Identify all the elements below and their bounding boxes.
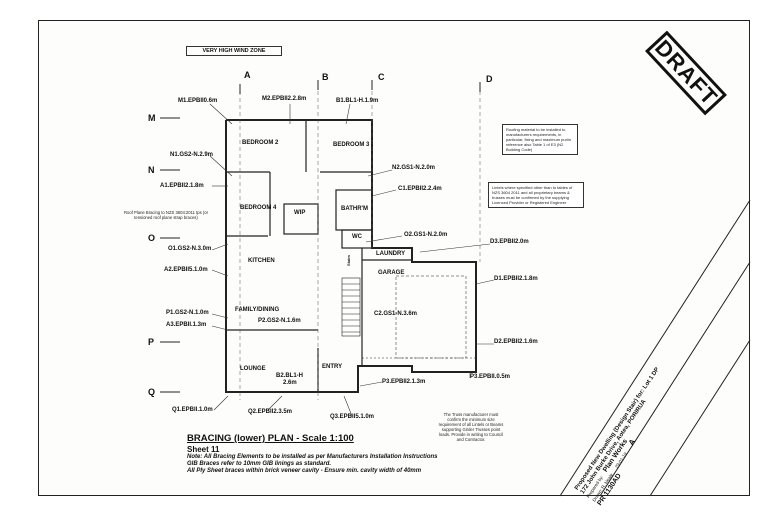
bracing-a3: A3.EPBII.1.3m bbox=[166, 322, 207, 328]
bracing-m1: M1.EPBII0.6m bbox=[178, 98, 218, 104]
outer-wall bbox=[225, 119, 477, 393]
bracing-o1: O1.GS2-N.3.0m bbox=[168, 246, 212, 252]
bracing-p3: P3.EPBII2.1.3m bbox=[382, 379, 426, 385]
room-kitchen: KITCHEN bbox=[248, 258, 275, 264]
grid-letter-d: D bbox=[486, 74, 493, 84]
garage-bay bbox=[395, 275, 467, 359]
sheet-number: Sheet 11 bbox=[187, 445, 220, 454]
wind-zone-label: VERY HIGH WIND ZONE bbox=[186, 46, 282, 56]
bracing-a1: A1.EPBII2.1.8m bbox=[160, 183, 204, 189]
bracing-p2: P2.GS2-N.1.6m bbox=[258, 318, 301, 324]
bracing-b1: B1.BL1-H.1.9m bbox=[336, 98, 379, 104]
bracing-q2: Q2.EPBII2.3.5m bbox=[248, 409, 293, 415]
grid-letter-o: O bbox=[148, 233, 156, 243]
note-roofing-material: Roofing material to be installed to manu… bbox=[502, 124, 578, 155]
room-entry: ENTRY bbox=[322, 364, 343, 370]
note-lintels: Lintels where specified other than to ta… bbox=[488, 182, 584, 208]
room-bedroom-2: BEDROOM 2 bbox=[242, 140, 279, 146]
bracing-c2: C2.GS1-N.3.6m bbox=[374, 311, 418, 317]
bracing-n1: N1.GS2-N.2.9m bbox=[170, 152, 214, 158]
grid-letter-a: A bbox=[244, 70, 251, 80]
drawing-title: BRACING (lower) PLAN - Scale 1:100 bbox=[187, 433, 354, 444]
bracing-b2: B2.BL1-H bbox=[276, 373, 304, 379]
room-lounge: LOUNGE bbox=[240, 366, 266, 372]
bracing-m2: M2.EPBII2.2.8m bbox=[262, 96, 307, 102]
room-bedroom-4: BEDROOM 4 bbox=[240, 205, 277, 211]
bracing-p1: P1.GS2-N.1.0m bbox=[166, 310, 209, 316]
note-truss: The Truss manufacturer must confirm the … bbox=[438, 412, 504, 442]
title-note-3: All Ply Sheet braces within brick veneer… bbox=[187, 468, 422, 474]
bracing-n2: N2.GS1-N.2.0m bbox=[392, 165, 436, 171]
stairs bbox=[341, 277, 361, 337]
room-family-dining: FAMILY/DINING bbox=[235, 307, 280, 313]
grid-letter-m: M bbox=[148, 113, 156, 123]
grid-letter-q: Q bbox=[148, 387, 156, 397]
grid-letter-n: N bbox=[148, 165, 155, 175]
stairs-label: Stairs bbox=[346, 254, 351, 266]
bracing-d1: D1.EPBII2.1.8m bbox=[494, 276, 538, 282]
bracing-d3: D3.EPBII2.0m bbox=[490, 239, 529, 245]
bracing-d2: D2.EPBII2.1.6m bbox=[494, 339, 538, 345]
title-note-2: GIB Braces refer to 10mm GIB linings as … bbox=[187, 461, 332, 467]
bracing-p3b: P3.EPBII.0.5m bbox=[470, 374, 511, 380]
bracing-q3: Q3.EPBII5.1.0m bbox=[330, 414, 375, 420]
bracing-o2: O2.GS1-N.2.0m bbox=[404, 232, 448, 238]
bracing-a2: A2.EPBII5.1.0m bbox=[164, 267, 208, 273]
title-note-1: Note: All Bracing Elements to be install… bbox=[187, 454, 438, 460]
drawing-sheet bbox=[38, 20, 750, 496]
bracing-b2-length: 2.6m bbox=[283, 380, 297, 386]
grid-letter-c: C bbox=[378, 72, 385, 82]
grid-letter-b: B bbox=[322, 72, 329, 82]
bracing-c1: C1.EPBII2.2.4m bbox=[398, 186, 442, 192]
wip-walls bbox=[283, 203, 319, 235]
bracing-q1: Q1.EPBII.1.0m bbox=[172, 407, 213, 413]
drawing-title-block: BRACING (lower) PLAN - Scale 1:100 Sheet… bbox=[187, 433, 487, 475]
room-laundry: LAUNDRY bbox=[376, 251, 406, 257]
note-roof-plane: Roof Plane Bracing to NZS 3604:2011 tps … bbox=[124, 210, 208, 220]
room-wip: WIP bbox=[294, 210, 306, 216]
room-bedroom-3: BEDROOM 3 bbox=[333, 142, 370, 148]
room-garage: GARAGE bbox=[378, 270, 405, 276]
room-wc: WC bbox=[352, 234, 362, 240]
grid-letter-p: P bbox=[148, 337, 155, 347]
room-bathroom: BATHR'M bbox=[341, 206, 368, 212]
